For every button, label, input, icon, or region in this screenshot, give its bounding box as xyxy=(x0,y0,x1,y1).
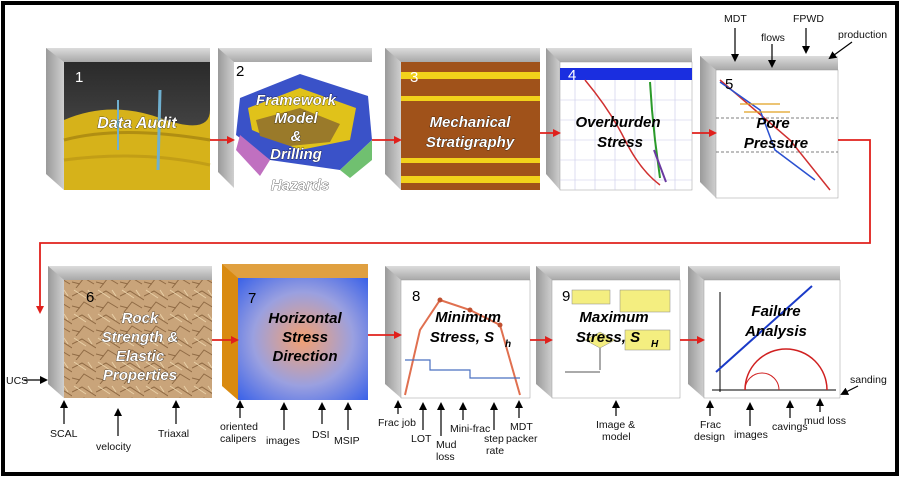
step-6-title-3: Elastic xyxy=(116,348,165,365)
input-frac-design-1: Frac xyxy=(700,419,721,431)
input-frac-job: Frac job xyxy=(378,417,416,429)
step-1-title: Data Audit xyxy=(97,115,177,132)
step-6-title-4: Properties xyxy=(103,367,177,384)
step-2-title-2: Model xyxy=(274,110,318,127)
input-production: production xyxy=(838,29,887,41)
step-5-number: 5 xyxy=(725,76,733,93)
step-9-number: 9 xyxy=(562,288,570,305)
step-9-title-2: Stress, S xyxy=(576,329,640,346)
step-8-subscript: h xyxy=(505,339,511,350)
step-2-title-3: & xyxy=(291,128,302,145)
step-4-title-1: Overburden xyxy=(575,114,660,131)
step-7-number: 7 xyxy=(248,290,256,307)
input-step: step xyxy=(484,433,504,445)
input-triaxal: Triaxal xyxy=(158,428,189,440)
step-6-title-1: Rock xyxy=(122,310,159,327)
step-box-5: 5 Pore Pressure xyxy=(700,56,839,199)
step-box-2: 2 Framework Model & Drilling Hazards xyxy=(218,48,372,194)
input-loss-1: loss xyxy=(436,451,455,463)
input-cavings: cavings xyxy=(772,421,808,433)
step-box-1: 1 Data Audit xyxy=(46,48,211,190)
input-image-model-1: Image & xyxy=(596,419,635,431)
step-6-title-2: Strength & xyxy=(102,329,179,346)
input-images-f: images xyxy=(734,429,768,441)
input-packer: packer xyxy=(506,433,538,445)
step-5-title-2: Pressure xyxy=(744,135,808,152)
step-box-6: 6 Rock Strength & Elastic Properties xyxy=(48,266,212,398)
input-frac-design-2: design xyxy=(694,431,725,443)
step-3-title-2: Stratigraphy xyxy=(426,134,515,151)
input-images-7: images xyxy=(266,435,300,447)
input-dsi: DSI xyxy=(312,429,330,441)
step-2-title-1: Framework xyxy=(256,92,337,109)
input-rate: rate xyxy=(486,445,504,457)
input-msip: MSIP xyxy=(334,435,360,447)
input-fpwd: FPWD xyxy=(793,13,824,25)
input-oriented: oriented xyxy=(220,421,258,433)
step-7-title-1: Horizontal xyxy=(268,310,342,327)
step-box-3: 3 Mechanical Stratigraphy xyxy=(385,48,540,190)
step-10-title-2: Analysis xyxy=(744,323,807,340)
pore-pressure-inputs xyxy=(731,28,853,68)
step-7-title-2: Stress xyxy=(282,329,328,346)
input-mdt: MDT xyxy=(724,13,747,25)
step-box-8: 8 Minimum Stress, S h xyxy=(385,266,531,399)
step-4-title-2: Stress xyxy=(597,134,643,151)
step-3-title-1: Mechanical xyxy=(430,114,512,131)
step-2-title-4: Drilling xyxy=(270,146,322,163)
input-lot: LOT xyxy=(411,433,432,445)
input-mud-1: Mud xyxy=(436,439,457,451)
step-4-number: 4 xyxy=(568,67,576,84)
input-mud-loss-f: mud loss xyxy=(804,415,846,427)
step-box-4: 4 Overburden Stress xyxy=(546,48,693,191)
bottom-input-arrows xyxy=(24,376,859,436)
step-8-title-1: Minimum xyxy=(435,309,501,326)
input-sanding: sanding xyxy=(850,374,887,386)
step-7-title-3: Direction xyxy=(272,348,337,365)
input-ucs: UCS xyxy=(6,375,28,387)
step-box-9: 9 Maximum Stress, S H xyxy=(536,266,681,399)
step-9-subscript: H xyxy=(651,339,659,350)
input-scal: SCAL xyxy=(50,428,78,440)
step-5-title-1: Pore xyxy=(756,115,789,132)
input-flows: flows xyxy=(761,32,785,44)
input-velocity: velocity xyxy=(96,441,132,453)
input-image-model-2: model xyxy=(602,431,631,443)
step-box-10: Failure Analysis xyxy=(688,266,841,399)
step-6-number: 6 xyxy=(86,289,94,306)
input-calipers: calipers xyxy=(220,433,256,445)
flow-arrows-row2 xyxy=(212,331,705,344)
step-8-title-2: Stress, S xyxy=(430,329,494,346)
step-8-number: 8 xyxy=(412,288,420,305)
step-2-number: 2 xyxy=(236,63,244,80)
step-box-7: 7 Horizontal Stress Direction xyxy=(222,264,368,400)
step-10-title-1: Failure xyxy=(751,303,800,320)
step-2-title-5: Hazards xyxy=(271,177,329,194)
step-9-title-1: Maximum xyxy=(579,309,648,326)
input-mini-frac: Mini-frac xyxy=(450,423,490,435)
step-3-number: 3 xyxy=(410,69,418,86)
flow-arrows-row1 xyxy=(36,129,871,314)
step-1-number: 1 xyxy=(75,69,83,86)
input-mdt-2: MDT xyxy=(510,421,533,433)
